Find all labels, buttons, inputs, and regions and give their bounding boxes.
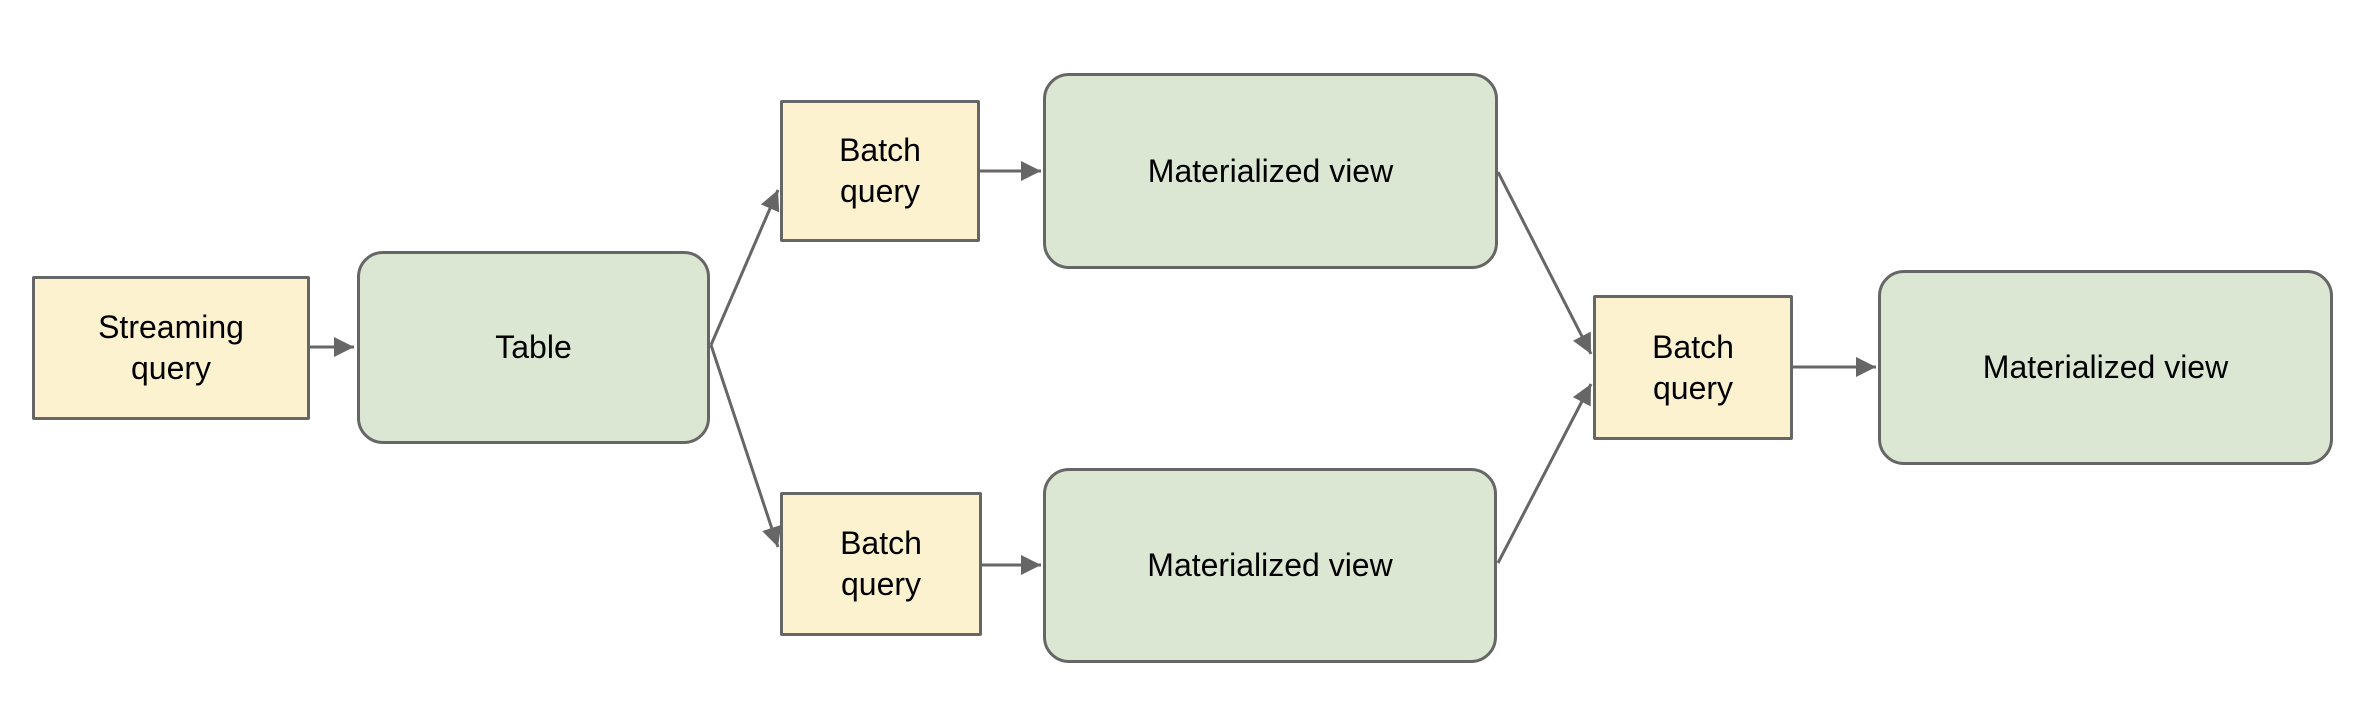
node-materialized-view-bottom-label: Materialized view (1147, 547, 1393, 584)
node-batch-query-bottom-label: Batch query (840, 525, 922, 602)
node-streaming-query: Streaming query (32, 276, 310, 420)
node-batch-query-top: Batch query (780, 100, 980, 242)
node-batch-query-bottom: Batch query (780, 492, 982, 636)
node-table-label: Table (495, 329, 572, 366)
node-batch-query-top-label: Batch query (839, 132, 921, 209)
node-materialized-view-top-label: Materialized view (1147, 152, 1394, 189)
edge-materialized-view-top-to-batch-query-right-arrow (1496, 171, 1593, 355)
node-streaming-query-label: Streaming query (98, 309, 244, 386)
node-materialized-view-right-label: Materialized view (1982, 349, 2229, 386)
node-materialized-view-top: Materialized view (1043, 73, 1498, 269)
node-materialized-view-right: Materialized view (1878, 270, 2333, 465)
node-batch-query-right-label: Batch query (1652, 328, 1734, 406)
edge-table-to-batch-query-top-arrow (709, 189, 780, 346)
node-table: Table (357, 251, 710, 444)
edge-materialized-view-bottom-to-batch-query-right-arrow (1496, 383, 1593, 564)
node-materialized-view-bottom: Materialized view (1043, 468, 1497, 663)
edge-table-to-batch-query-bottom-arrow (709, 344, 782, 548)
node-batch-query-right: Batch query (1593, 295, 1793, 440)
